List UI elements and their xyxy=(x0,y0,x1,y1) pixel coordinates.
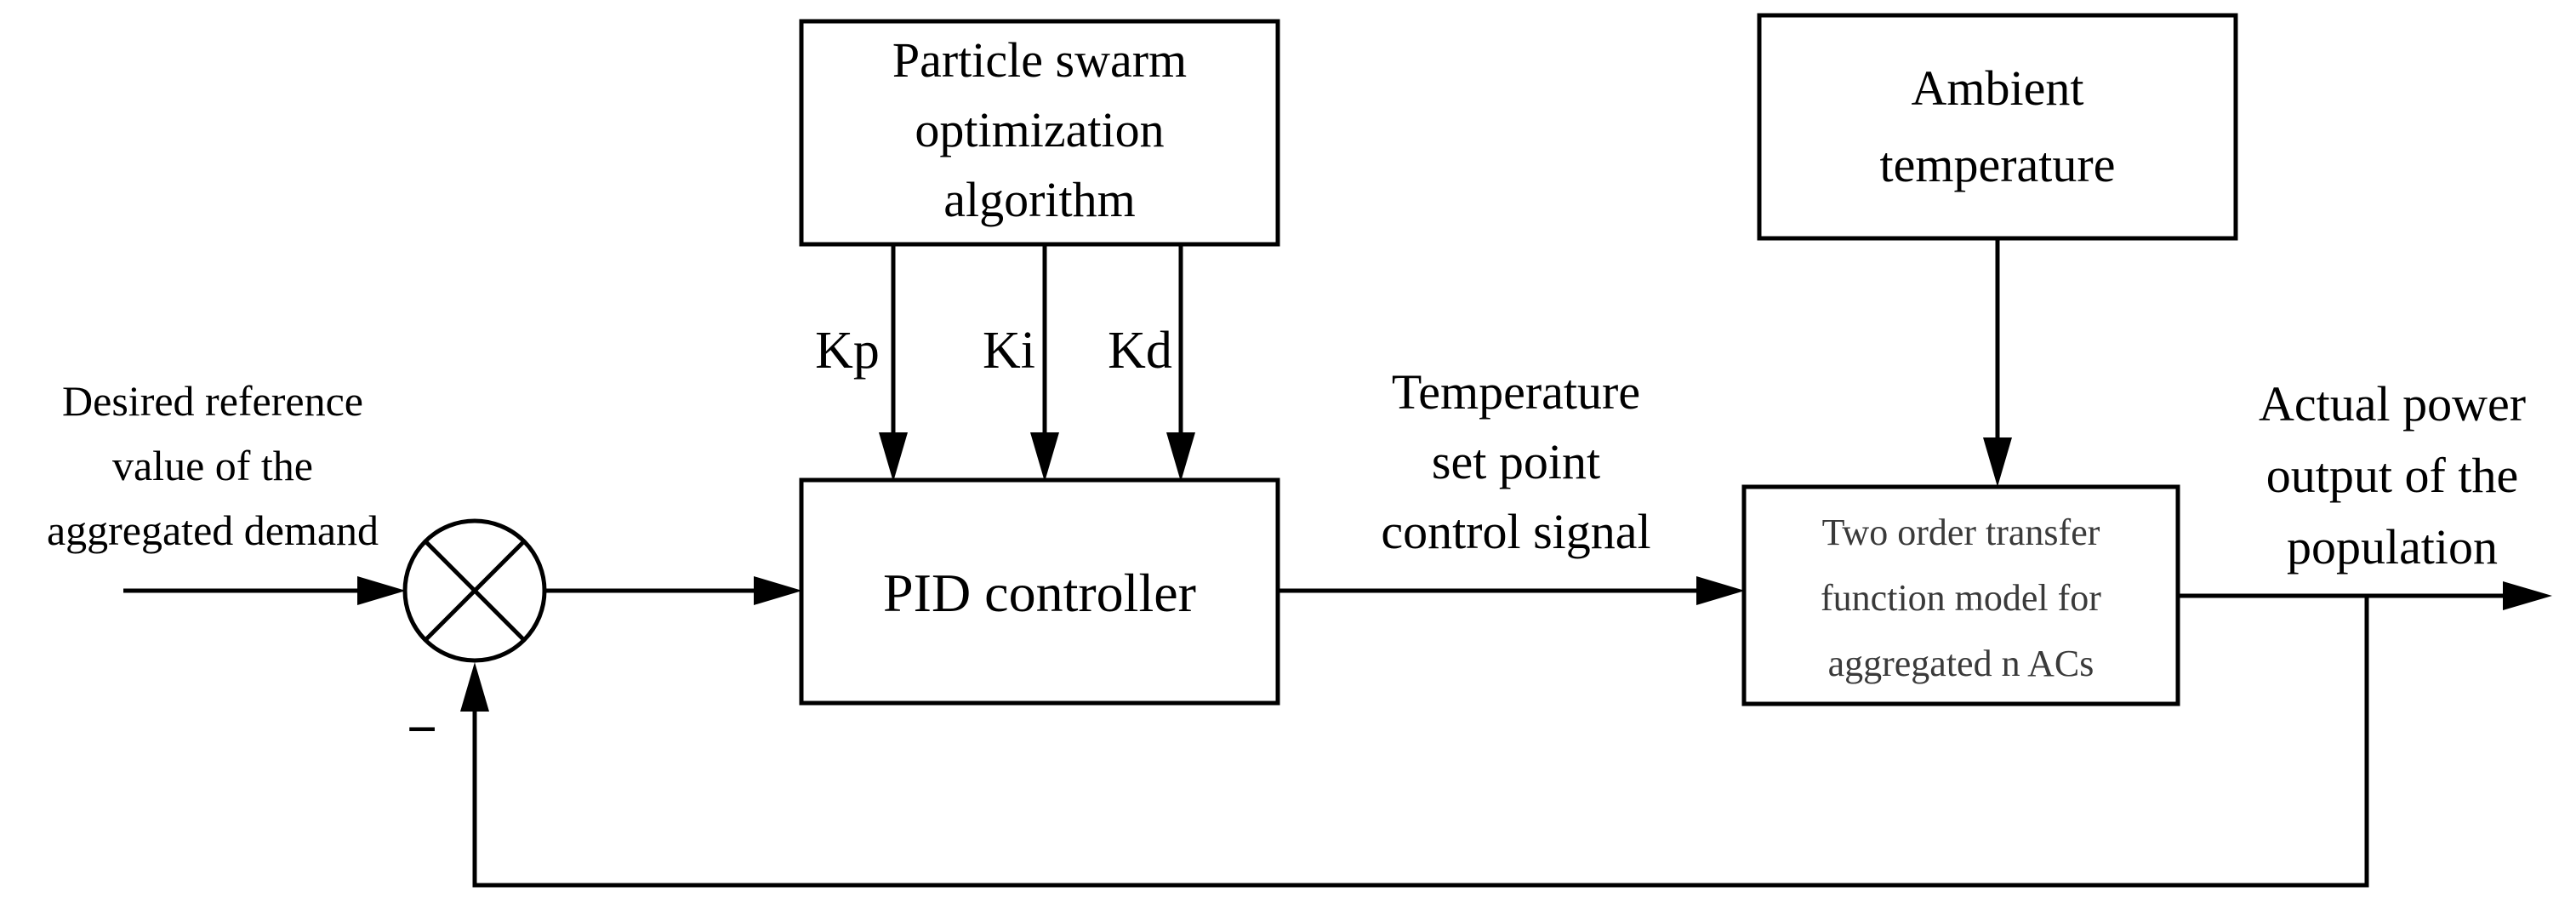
control-label-line3: control signal xyxy=(1381,504,1650,559)
output-label-line3: population xyxy=(2287,519,2498,575)
ambient-label-line2: temperature xyxy=(1880,137,2116,192)
kd-arrow xyxy=(1166,244,1195,482)
feedback-minus-sign: − xyxy=(407,699,437,759)
pso-label-line2: optimization xyxy=(915,102,1164,157)
output-arrow xyxy=(2178,581,2552,610)
plant-label-line2: function model for xyxy=(1821,577,2101,619)
pso-label-line1: Particle swarm xyxy=(892,32,1187,88)
error-signal-arrow xyxy=(544,576,802,605)
feedback-path xyxy=(460,596,2369,888)
plant-model-block: Two order transfer function model for ag… xyxy=(1741,484,2180,706)
output-label-line1: Actual power xyxy=(2259,376,2526,432)
output-label-line2: output of the xyxy=(2266,448,2518,503)
reference-input-arrow xyxy=(123,576,406,605)
kp-label: Kp xyxy=(815,322,880,380)
ambient-temperature-block: Ambient temperature xyxy=(1757,13,2238,241)
control-label-line2: set point xyxy=(1432,434,1600,489)
ki-label: Ki xyxy=(983,322,1035,380)
ki-arrow xyxy=(1030,244,1059,482)
control-signal-arrow xyxy=(1278,576,1745,605)
pso-label-line3: algorithm xyxy=(943,172,1136,227)
pid-controller-block: PID controller xyxy=(799,477,1280,706)
reference-label-line1: Desired reference xyxy=(62,377,363,425)
reference-label-line3: aggregated demand xyxy=(47,506,379,554)
ambient-arrow xyxy=(1983,238,2012,487)
plant-label-line1: Two order transfer xyxy=(1822,512,2100,553)
control-label-line1: Temperature xyxy=(1392,364,1640,420)
plant-label-line3: aggregated n ACs xyxy=(1828,643,2094,684)
ambient-label-line1: Ambient xyxy=(1912,60,2084,116)
reference-label-line2: value of the xyxy=(112,442,313,489)
kp-arrow xyxy=(879,244,908,482)
summing-junction xyxy=(402,518,547,663)
pid-controller-label: PID controller xyxy=(883,563,1196,623)
pso-algorithm-block: Particle swarm optimization algorithm xyxy=(799,19,1280,247)
kd-label: Kd xyxy=(1108,322,1172,380)
